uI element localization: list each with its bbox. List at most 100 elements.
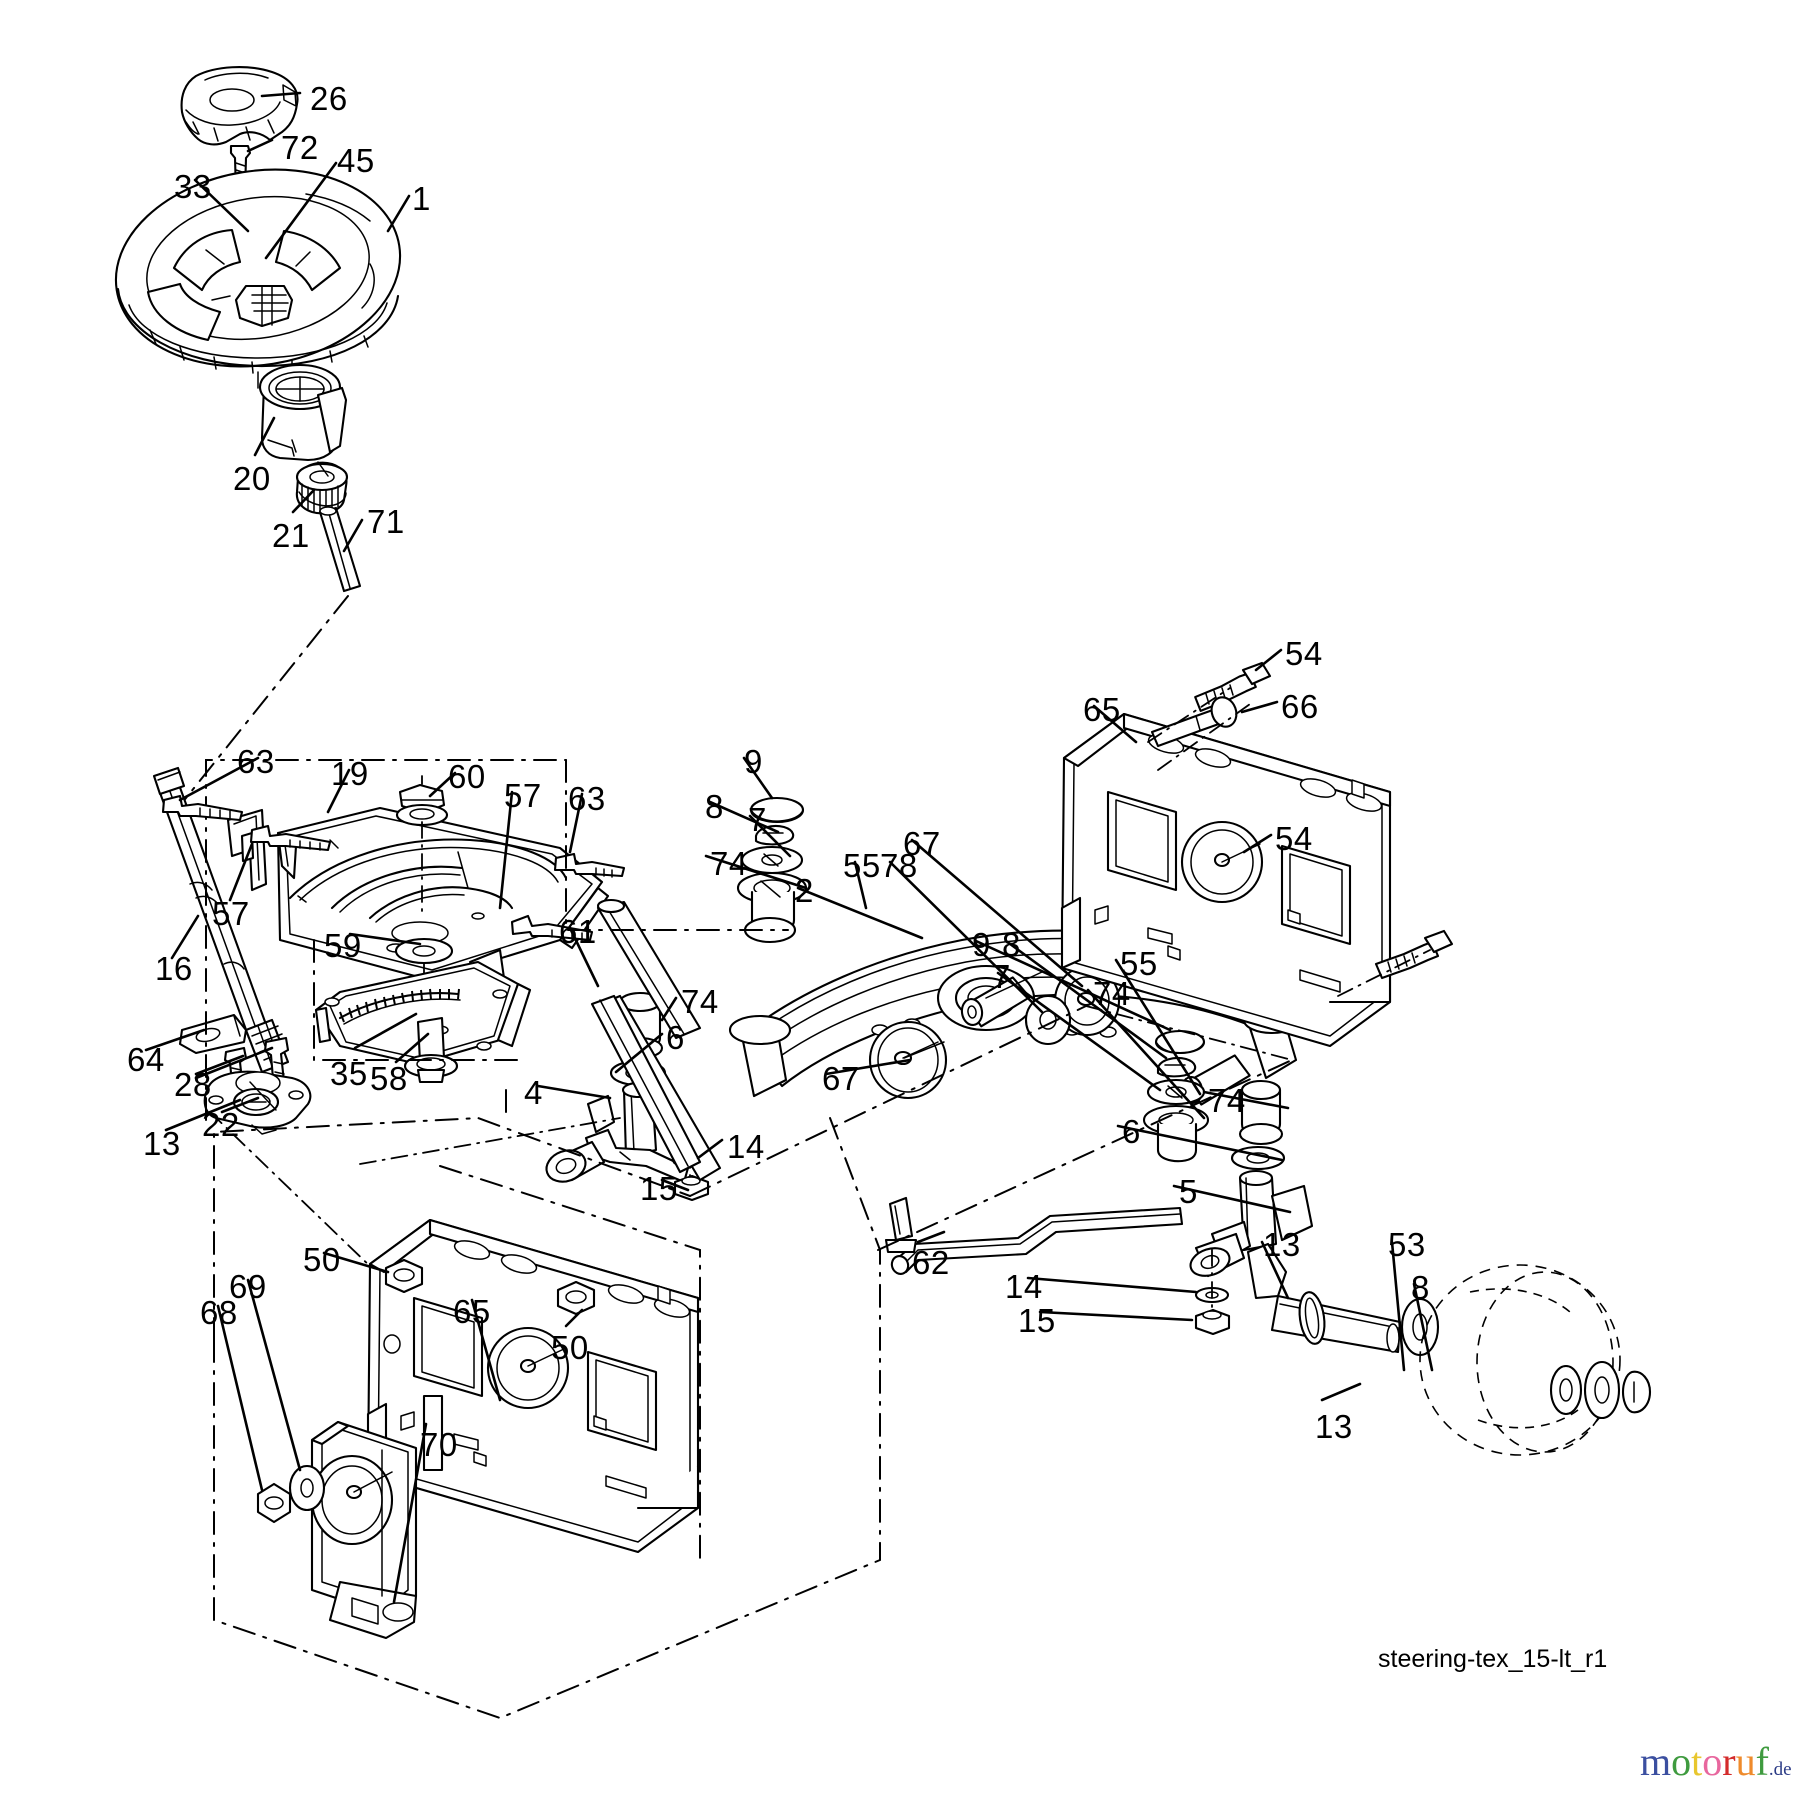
callout-50: 50	[551, 1329, 589, 1366]
callout-14: 14	[727, 1128, 765, 1165]
motoruf-watermark: motoruf.de	[1640, 1742, 1792, 1782]
part-35-sector-gear	[314, 960, 532, 1066]
part-62-tie-rod	[884, 1196, 1184, 1275]
callout-45: 45	[337, 142, 375, 179]
callout-55: 55	[843, 847, 881, 884]
alignment-frame-left	[205, 759, 567, 1121]
callout-66: 66	[1281, 688, 1319, 725]
watermark-suffix: .de	[1768, 1759, 1792, 1780]
part-5-spindle-right	[1189, 1169, 1402, 1354]
part-16-lower-shaft	[152, 766, 290, 1074]
callout-63: 63	[237, 743, 275, 780]
alignment-boundary-diag-2	[689, 1005, 1087, 1197]
callout-13: 13	[1263, 1226, 1301, 1263]
callout-33: 33	[174, 168, 212, 205]
part-60-hex-nut	[395, 783, 449, 827]
alignment-boundary-lower-left	[213, 1116, 691, 1341]
callout-7: 7	[748, 801, 767, 838]
part-20-steering-boot	[258, 363, 348, 462]
alignment-boundary-diag-1	[877, 1059, 1293, 1251]
callout-50: 50	[303, 1241, 341, 1278]
part-70-bracket	[310, 1420, 418, 1640]
callout-4: 4	[524, 1074, 543, 1111]
callout-53: 53	[1388, 1226, 1426, 1263]
pointer-lines	[249, 371, 1261, 1493]
part-1-steering-wheel	[114, 168, 402, 374]
callout-28: 28	[174, 1066, 212, 1103]
callout-8: 8	[1411, 1269, 1430, 1306]
part-9-cap-left	[749, 796, 805, 824]
callout-57: 57	[212, 895, 250, 932]
part-8-retaining-ring-wheel	[1621, 1370, 1652, 1414]
part-13-washer-inner	[1549, 1364, 1583, 1416]
callout-22: 22	[202, 1106, 240, 1143]
callout-74: 74	[1093, 975, 1131, 1012]
callout-62: 62	[912, 1244, 950, 1281]
part-59-washer	[394, 937, 454, 965]
alignment-short-2	[829, 1117, 881, 1251]
callout-71: 71	[367, 503, 405, 540]
callout-65: 65	[453, 1293, 491, 1330]
part-69-washer	[288, 1464, 326, 1512]
callout-74: 74	[710, 845, 748, 882]
callout-19: 19	[331, 755, 369, 792]
watermark-letter: r	[1722, 1739, 1736, 1784]
part-63-screws-left	[161, 794, 332, 852]
watermark-letter: u	[1735, 1739, 1756, 1784]
watermark-letter: f	[1755, 1739, 1769, 1784]
callout-59: 59	[324, 927, 362, 964]
callout-54: 54	[1285, 635, 1323, 672]
part-53-washer	[1583, 1360, 1621, 1420]
part-21-steering-bearing	[295, 461, 349, 515]
callout-67: 67	[903, 825, 941, 862]
callout-74: 74	[681, 983, 719, 1020]
callout-15: 15	[1018, 1302, 1056, 1339]
callout-13: 13	[143, 1125, 181, 1162]
callout-9: 9	[972, 926, 991, 963]
watermark-letter: o	[1702, 1739, 1723, 1784]
part-58-stud	[403, 1016, 459, 1084]
alignment-frame-plate	[565, 759, 789, 931]
callout-65: 65	[1083, 691, 1121, 728]
leader-lines	[144, 91, 1434, 1604]
part-22-flange-plate	[203, 1070, 312, 1135]
callout-15: 15	[640, 1170, 678, 1207]
callout-6: 6	[1122, 1113, 1141, 1150]
part-57-bracket	[226, 808, 268, 892]
part-71-steering-shaft	[318, 506, 362, 593]
alignment-bolt-54	[1157, 703, 1251, 771]
callout-60: 60	[448, 758, 486, 795]
part-66-bolt	[1150, 696, 1238, 748]
watermark-letter: t	[1691, 1739, 1703, 1784]
part-15-locknut-right	[1194, 1308, 1231, 1336]
part-74-bushing-right	[1142, 1104, 1210, 1163]
callout-58: 58	[370, 1060, 408, 1097]
callout-8: 8	[1002, 926, 1021, 963]
alignment-line-a	[209, 1111, 375, 1271]
callout-61: 61	[559, 913, 597, 950]
callout-1: 1	[412, 180, 431, 217]
diagram-caption: steering-tex_15-lt_r1	[1378, 1645, 1608, 1673]
callout-72: 72	[281, 129, 319, 166]
callout-14: 14	[1005, 1268, 1043, 1305]
callout-20: 20	[233, 460, 271, 497]
watermark-letter: o	[1671, 1739, 1692, 1784]
callout-8: 8	[705, 788, 724, 825]
part-61-lower-rod	[590, 994, 702, 1174]
callout-63: 63	[568, 780, 606, 817]
callout-68: 68	[200, 1294, 238, 1331]
callout-2: 2	[795, 872, 814, 909]
callout-7: 7	[992, 958, 1011, 995]
callout-70: 70	[420, 1426, 458, 1463]
part-54-bolt-lower	[1374, 929, 1454, 980]
watermark-letter: m	[1640, 1739, 1672, 1784]
alignment-sector-to-frame	[359, 1117, 621, 1165]
alignment-frame-sector	[313, 939, 521, 1061]
callout-26: 26	[310, 80, 348, 117]
alignment-boundary-big	[213, 1249, 881, 1720]
callout-5: 5	[1179, 1173, 1198, 1210]
callout-35: 35	[330, 1055, 368, 1092]
callout-16: 16	[155, 950, 193, 987]
part-50-nut-lower	[556, 1280, 596, 1316]
